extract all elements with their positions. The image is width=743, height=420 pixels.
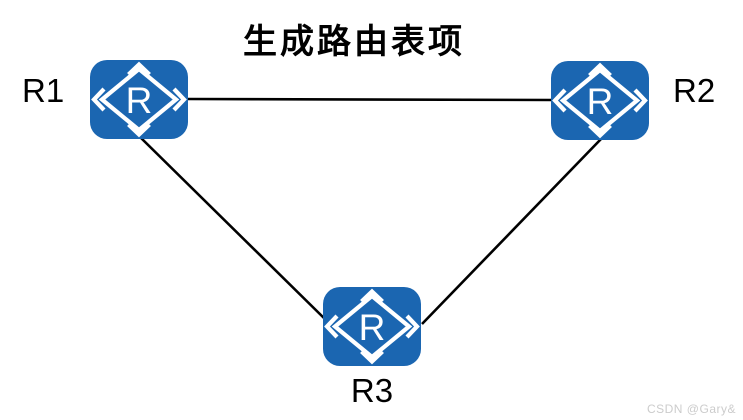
router-letter: R bbox=[587, 81, 614, 122]
diagram-title: 生成路由表项 bbox=[243, 23, 465, 61]
link-r1-r3 bbox=[138, 135, 329, 323]
node-label-r2: R2 bbox=[673, 72, 716, 109]
link-r1-r2 bbox=[187, 97, 554, 102]
router-icon: R bbox=[90, 60, 188, 139]
router-icon: R bbox=[551, 61, 649, 140]
router-letter: R bbox=[359, 307, 386, 348]
router-icon: R bbox=[323, 287, 421, 366]
node-r3: R bbox=[323, 287, 421, 366]
link-r2-r3 bbox=[421, 138, 602, 325]
node-r1: R bbox=[90, 60, 188, 139]
node-r2: R bbox=[551, 61, 649, 140]
router-letter: R bbox=[126, 80, 153, 121]
node-label-r1: R1 bbox=[22, 72, 65, 109]
node-label-r3: R3 bbox=[350, 372, 394, 409]
watermark: CSDN @Gary& bbox=[646, 402, 736, 416]
